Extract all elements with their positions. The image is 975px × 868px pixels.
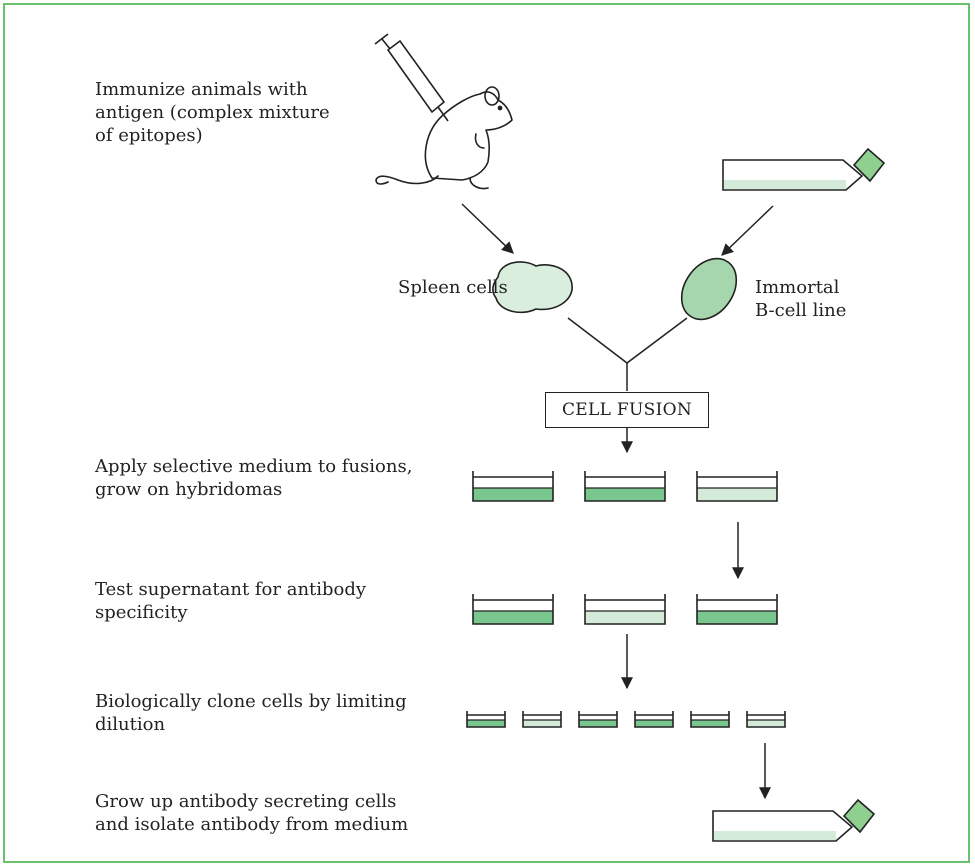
dish-wall bbox=[690, 711, 730, 728]
dish-wall bbox=[584, 594, 666, 625]
dish-wall bbox=[466, 711, 506, 728]
spleen-cells-label: Spleen cells bbox=[398, 277, 508, 298]
b-cell-icon bbox=[680, 257, 738, 321]
syringe-icon bbox=[374, 33, 449, 122]
culture-medium bbox=[473, 611, 553, 624]
culture-dish-icon bbox=[466, 711, 506, 728]
culture-medium bbox=[585, 488, 665, 501]
dish-wall bbox=[584, 471, 666, 502]
culture-medium bbox=[635, 720, 673, 727]
dish-wall bbox=[578, 711, 618, 728]
dish-wall bbox=[472, 471, 554, 502]
mouse-icon bbox=[375, 86, 513, 190]
culture-dish-group bbox=[466, 471, 786, 728]
step-test-supernatant-text: Test supernatant for antibody specificit… bbox=[95, 579, 367, 623]
culture-dish-icon bbox=[472, 471, 554, 502]
spleen-cell-icon bbox=[492, 261, 573, 314]
figure-frame bbox=[3, 3, 970, 863]
culture-dish-icon bbox=[584, 471, 666, 502]
dish-wall bbox=[746, 711, 786, 728]
culture-dish-icon bbox=[584, 594, 666, 625]
culture-medium bbox=[523, 720, 561, 727]
culture-medium bbox=[473, 488, 553, 501]
dish-wall bbox=[696, 471, 778, 502]
cell-fusion-box: CELL FUSION bbox=[545, 392, 709, 428]
dish-wall bbox=[522, 711, 562, 728]
culture-dish-icon bbox=[522, 711, 562, 728]
culture-dish-icon bbox=[690, 711, 730, 728]
step-clone-text: Biologically clone cells by limiting dil… bbox=[95, 691, 407, 735]
culture-flask-icon bbox=[722, 147, 886, 191]
culture-medium bbox=[585, 611, 665, 624]
cell-fusion-label: CELL FUSION bbox=[562, 400, 692, 420]
culture-flask-icon bbox=[712, 798, 876, 842]
culture-dish-icon bbox=[746, 711, 786, 728]
step-grow-text: Grow up antibody secreting cells and iso… bbox=[95, 791, 409, 835]
step-immunize-text: Immunize animals with antigen (complex m… bbox=[95, 79, 330, 146]
immortal-b-cell-line-label: Immortal B-cell line bbox=[755, 277, 847, 321]
culture-dish-icon bbox=[696, 471, 778, 502]
step-selective-medium-text: Apply selective medium to fusions, grow … bbox=[95, 456, 413, 500]
culture-dish-icon bbox=[472, 594, 554, 625]
culture-dish-icon bbox=[634, 711, 674, 728]
culture-medium bbox=[747, 720, 785, 727]
dish-wall bbox=[634, 711, 674, 728]
dish-wall bbox=[472, 594, 554, 625]
culture-dish-icon bbox=[696, 594, 778, 625]
culture-dish-icon bbox=[578, 711, 618, 728]
culture-medium bbox=[697, 611, 777, 624]
culture-medium bbox=[467, 720, 505, 727]
culture-medium bbox=[691, 720, 729, 727]
culture-medium bbox=[697, 488, 777, 501]
culture-medium bbox=[579, 720, 617, 727]
dish-wall bbox=[696, 594, 778, 625]
